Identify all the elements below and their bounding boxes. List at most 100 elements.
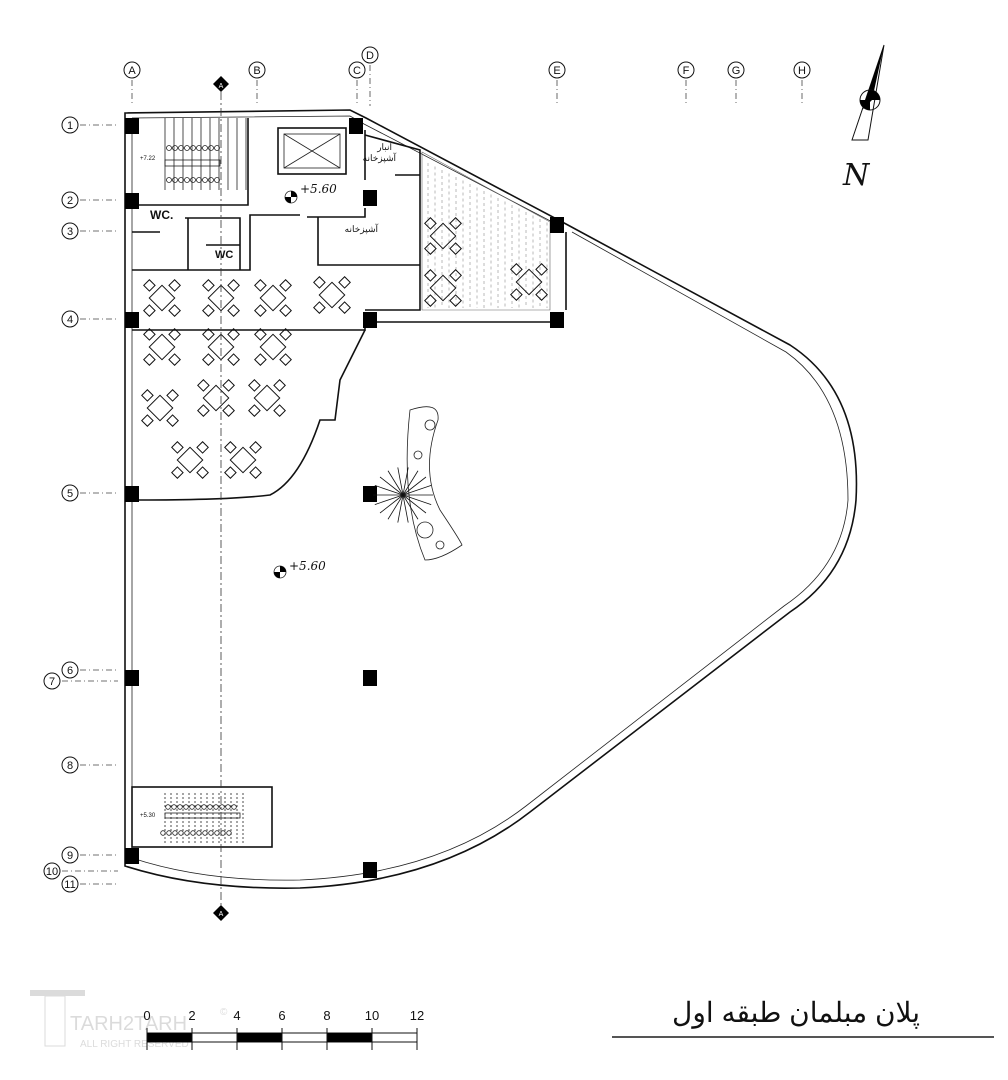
- grid-label: 8: [67, 760, 73, 772]
- table-with-chairs: [141, 389, 179, 427]
- grid-label: 7: [49, 676, 55, 688]
- table-with-chairs: [202, 279, 240, 317]
- column: [125, 193, 139, 209]
- section-marker-bottom: A: [213, 905, 229, 921]
- table-with-chairs: [424, 217, 462, 255]
- grid-bubble: [61, 661, 79, 679]
- grid-label: 9: [67, 850, 73, 862]
- grid-bubble: [248, 61, 266, 79]
- scale-segment: [327, 1033, 372, 1042]
- grid-label: 3: [67, 226, 73, 238]
- table-with-chairs: [197, 379, 235, 417]
- grid-label: C: [353, 65, 361, 77]
- grid-label: 2: [67, 195, 73, 207]
- grid-label: 4: [67, 314, 73, 326]
- grid-bubble: [61, 846, 79, 864]
- grid-bubble: [727, 61, 745, 79]
- room-label-wc: WC: [215, 249, 233, 261]
- grid-bubble: [43, 672, 61, 690]
- column: [349, 118, 363, 134]
- scale-label: 12: [410, 1008, 424, 1023]
- grid-label: 10: [46, 866, 58, 878]
- grid-bubble: [61, 116, 79, 134]
- room-label-store: آشپزخانه: [363, 152, 397, 164]
- room-label-wc: WC.: [150, 208, 173, 222]
- svg-text:©: ©: [220, 1007, 228, 1018]
- scale-label: 4: [233, 1008, 240, 1023]
- column: [550, 312, 564, 328]
- table-with-chairs: [224, 441, 262, 479]
- scale-segment: [237, 1033, 282, 1042]
- column: [125, 118, 139, 134]
- grid-label: B: [253, 65, 260, 77]
- elevation-marker-hall: +5.60: [273, 559, 326, 579]
- scale-label: 8: [323, 1008, 330, 1023]
- column: [363, 190, 377, 206]
- elevation-label: +5.60: [300, 182, 337, 196]
- grid-bubble: [677, 61, 695, 79]
- grid-bubble: [61, 875, 79, 893]
- table-with-chairs: [143, 328, 181, 366]
- grid-bubble: [61, 484, 79, 502]
- structural-columns: [125, 118, 564, 878]
- dining-tables: [141, 217, 548, 479]
- elevator: [277, 127, 347, 175]
- room-label-kitchen: آشپزخانه: [345, 223, 379, 235]
- scale-bar: 0 2 4 6 8 10 12: [143, 1008, 424, 1050]
- column: [125, 486, 139, 502]
- svg-text:A: A: [219, 911, 224, 918]
- grid-bubble: [43, 862, 61, 880]
- building-outline: [124, 109, 858, 889]
- terrace-hatch: [427, 163, 548, 308]
- grid-label: 5: [67, 488, 73, 500]
- table-with-chairs: [171, 441, 209, 479]
- table-with-chairs: [202, 328, 240, 366]
- scale-label: 10: [365, 1008, 379, 1023]
- column: [363, 670, 377, 686]
- grid-bubble: [61, 756, 79, 774]
- table-with-chairs: [313, 276, 351, 314]
- palm-tree-icon: [373, 467, 433, 523]
- elevation-stair-top: +7.22: [140, 156, 156, 162]
- scale-label: 6: [278, 1008, 285, 1023]
- column: [125, 848, 139, 864]
- table-with-chairs: [143, 279, 181, 317]
- grid-bubble: [793, 61, 811, 79]
- table-with-chairs: [248, 379, 286, 417]
- grid-label: E: [553, 65, 560, 77]
- column: [363, 486, 377, 502]
- elevation-stair-bottom: +5.30: [140, 813, 156, 819]
- grid-bubble: [61, 222, 79, 240]
- planter: [373, 406, 463, 561]
- grid-label: 6: [67, 665, 73, 677]
- room-label-store: انبار: [376, 142, 392, 153]
- scale-segment: [147, 1033, 192, 1042]
- scale-label: 2: [188, 1008, 195, 1023]
- section-marker-top: A: [213, 76, 229, 92]
- grid-label: A: [128, 65, 136, 77]
- drawing-title: پلان مبلمان طبقه اول: [672, 997, 920, 1029]
- grid-bubble: [61, 310, 79, 328]
- svg-text:ALL RIGHT RESERVED: ALL RIGHT RESERVED: [80, 1039, 189, 1050]
- column: [550, 217, 564, 233]
- grid-label: F: [683, 65, 690, 77]
- column: [125, 312, 139, 328]
- grid-label: D: [366, 50, 374, 62]
- grid-bubble: [361, 46, 379, 64]
- grid-bubble: [61, 191, 79, 209]
- scale-label: 0: [143, 1008, 150, 1023]
- grid-label: 11: [64, 879, 75, 891]
- grid-label: H: [798, 65, 806, 77]
- table-with-chairs: [254, 328, 292, 366]
- grid-label: 1: [67, 120, 73, 132]
- svg-text:A: A: [219, 83, 224, 90]
- grid-axes: A B CD E F G H 1 2 3 4 5 67 8 9 10 11: [43, 46, 811, 893]
- elevation-label: +5.60: [289, 559, 326, 573]
- column: [363, 862, 377, 878]
- svg-text:TARH2TARH: TARH2TARH: [70, 1013, 187, 1035]
- column: [125, 670, 139, 686]
- terrace: [421, 151, 551, 311]
- grid-label: G: [732, 65, 741, 77]
- stairs: [131, 118, 273, 848]
- grid-bubble: [123, 61, 141, 79]
